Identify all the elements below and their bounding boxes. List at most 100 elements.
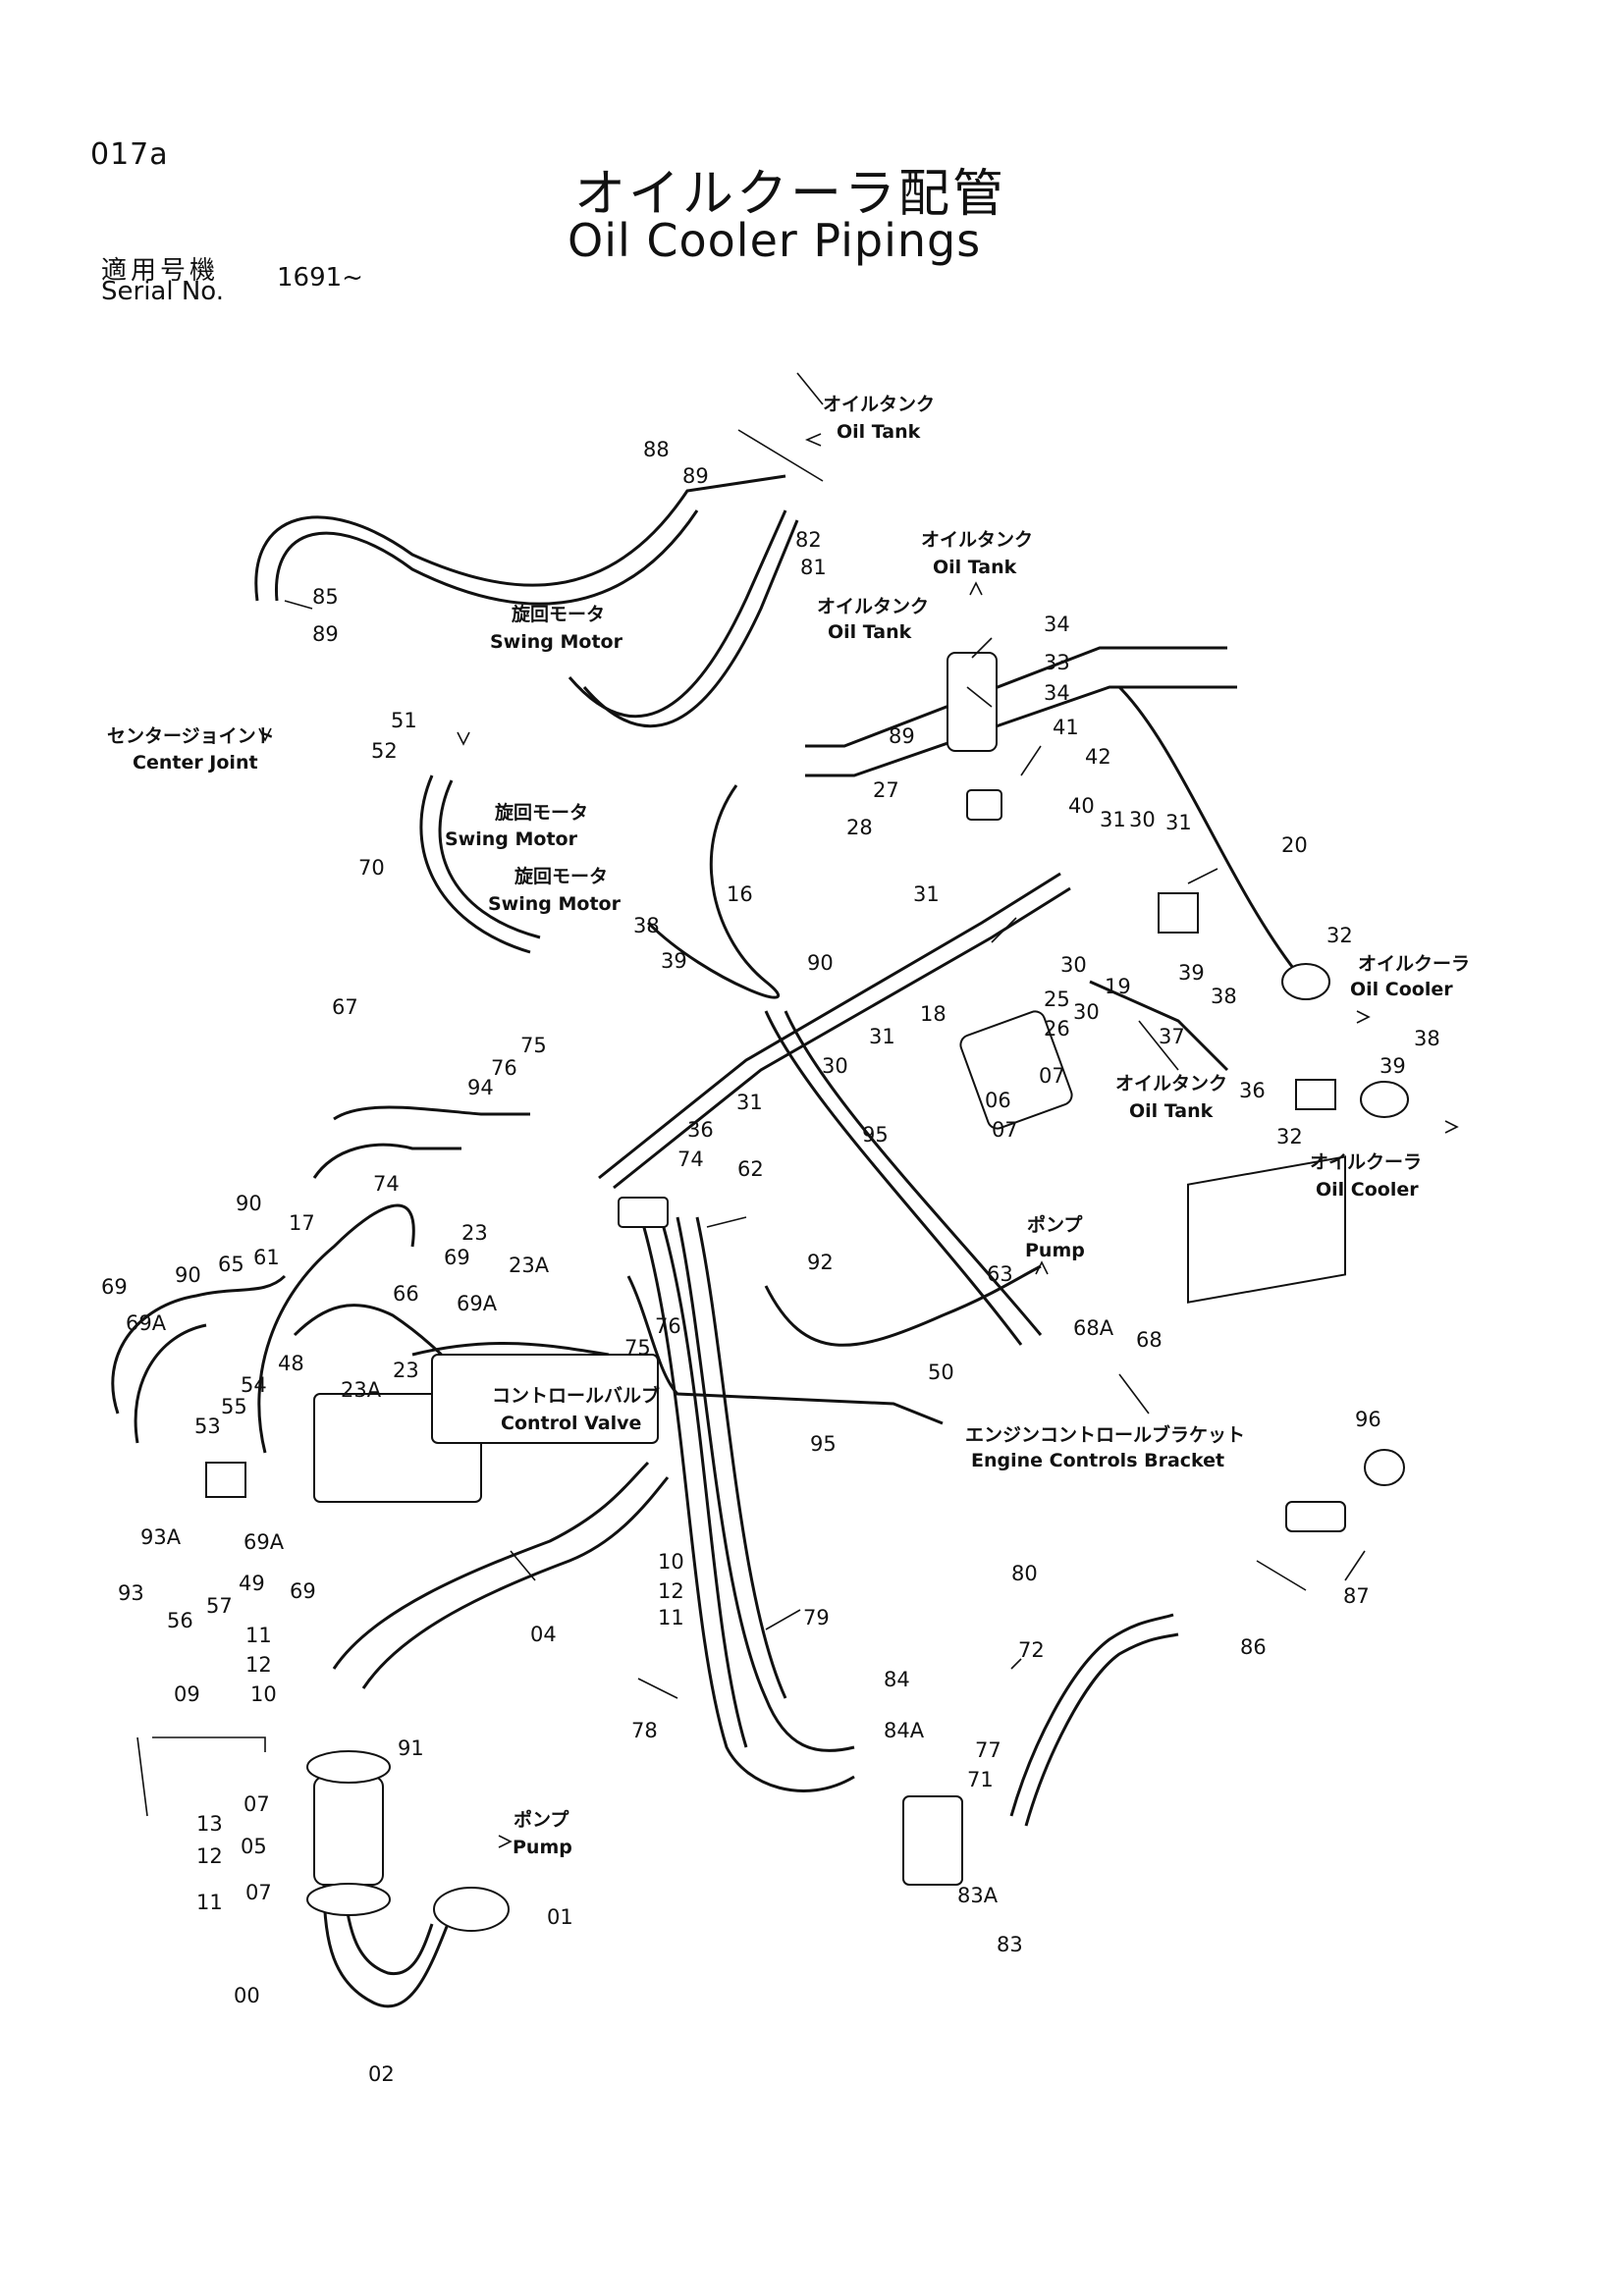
callout-pump: Pump bbox=[1025, 1240, 1085, 1261]
part-label: 31 bbox=[869, 1025, 895, 1048]
part-label: 68A bbox=[1073, 1316, 1114, 1340]
serial-value: 1691~ bbox=[277, 263, 363, 293]
part-label: 41 bbox=[1053, 716, 1079, 739]
part-label: 68 bbox=[1136, 1328, 1163, 1352]
part-label: 51 bbox=[391, 709, 417, 732]
callout-oil-cooler-ja: オイルクーラ bbox=[1310, 1151, 1422, 1173]
callout-swing-motor-ja: 旋回モータ bbox=[511, 603, 605, 625]
part-label: 30 bbox=[822, 1054, 848, 1078]
part-label: 75 bbox=[624, 1336, 651, 1360]
serial-label-japanese: 適用号機 bbox=[101, 256, 220, 286]
part-label: 04 bbox=[530, 1623, 557, 1646]
callout-center-joint: Center Joint bbox=[133, 752, 258, 774]
callout-oil-tank-ja: オイルタンク bbox=[921, 529, 1033, 551]
part-label: 71 bbox=[967, 1768, 994, 1791]
part-label: 90 bbox=[236, 1192, 262, 1215]
part-label: 84A bbox=[884, 1719, 925, 1742]
callout-swing-motor-ja: 旋回モータ bbox=[514, 865, 608, 887]
callout-engine-controls-bracket-ja: エンジンコントロールブラケット bbox=[965, 1423, 1245, 1446]
part-label: 87 bbox=[1343, 1584, 1370, 1608]
callout-swing-motor: Swing Motor bbox=[488, 893, 622, 915]
part-label: 96 bbox=[1355, 1408, 1381, 1431]
part-label: 82 bbox=[795, 528, 822, 552]
part-label: 01 bbox=[547, 1905, 573, 1929]
part-label: 38 bbox=[1414, 1027, 1440, 1050]
part-label: 27 bbox=[873, 778, 899, 802]
part-label: 81 bbox=[800, 556, 827, 579]
part-label: 79 bbox=[803, 1606, 830, 1629]
part-label: 00 bbox=[234, 1984, 260, 2007]
part-label: 30 bbox=[1060, 953, 1087, 977]
part-label: 69A bbox=[126, 1311, 167, 1335]
part-label: 17 bbox=[289, 1211, 315, 1235]
part-label: 28 bbox=[846, 816, 873, 839]
callout-oil-tank-ja: オイルタンク bbox=[1115, 1073, 1227, 1095]
part-label: 55 bbox=[221, 1395, 247, 1418]
destination-callouts: オイルタンク Oil Tank オイルタンク Oil Tank オイルタンク O… bbox=[107, 394, 1470, 1858]
part-label: 76 bbox=[491, 1056, 517, 1080]
part-label: 11 bbox=[658, 1606, 684, 1629]
callout-control-valve: Control Valve bbox=[501, 1413, 641, 1434]
part-label: 07 bbox=[992, 1118, 1018, 1142]
callout-oil-tank: Oil Tank bbox=[828, 621, 912, 643]
part-label: 32 bbox=[1276, 1125, 1303, 1148]
part-label: 23 bbox=[461, 1221, 488, 1245]
part-label: 94 bbox=[467, 1076, 494, 1099]
part-label: 80 bbox=[1011, 1562, 1038, 1585]
part-label: 02 bbox=[368, 2062, 395, 2086]
part-label: 57 bbox=[206, 1594, 233, 1618]
part-label: 38 bbox=[1211, 985, 1237, 1008]
part-label: 30 bbox=[1073, 1000, 1100, 1024]
part-label: 92 bbox=[807, 1251, 834, 1274]
part-label: 63 bbox=[987, 1262, 1013, 1286]
part-label: 39 bbox=[1178, 961, 1205, 985]
part-label: 16 bbox=[727, 882, 753, 906]
part-label: 19 bbox=[1105, 975, 1131, 998]
part-label: 77 bbox=[975, 1738, 1001, 1762]
part-label: 34 bbox=[1044, 681, 1070, 705]
part-label: 69 bbox=[290, 1579, 316, 1603]
part-label: 11 bbox=[245, 1624, 272, 1647]
part-label: 13 bbox=[196, 1812, 223, 1836]
part-label: 90 bbox=[807, 951, 834, 975]
part-label: 10 bbox=[250, 1682, 277, 1706]
part-label: 52 bbox=[371, 739, 398, 763]
part-label: 40 bbox=[1068, 794, 1095, 818]
callout-pump-ja: ポンプ bbox=[1027, 1213, 1083, 1236]
part-label: 74 bbox=[677, 1148, 704, 1171]
part-label: 75 bbox=[520, 1034, 547, 1057]
part-label: 11 bbox=[196, 1891, 223, 1914]
serial-label: Serial No. bbox=[101, 277, 224, 306]
part-label: 26 bbox=[1044, 1017, 1070, 1041]
part-labels: 88 89 82 81 85 89 34 33 34 41 42 89 27 2… bbox=[101, 438, 1440, 2086]
part-label: 69A bbox=[243, 1530, 285, 1554]
callout-center-joint-ja: センタージョイント bbox=[107, 725, 275, 747]
page-title: Oil Cooler Pipings bbox=[568, 214, 982, 267]
part-label: 23A bbox=[341, 1378, 382, 1402]
part-label: 69 bbox=[444, 1246, 470, 1269]
part-label: 05 bbox=[241, 1835, 267, 1858]
part-label: 61 bbox=[253, 1246, 280, 1269]
part-label: 33 bbox=[1044, 651, 1070, 674]
part-label: 67 bbox=[332, 995, 358, 1019]
callout-oil-tank: Oil Tank bbox=[837, 421, 921, 443]
part-label: 83 bbox=[997, 1933, 1023, 1956]
part-label: 12 bbox=[196, 1844, 223, 1868]
part-label: 39 bbox=[1380, 1054, 1406, 1078]
part-label: 30 bbox=[1129, 808, 1156, 831]
part-label: 07 bbox=[243, 1792, 270, 1816]
part-label: 86 bbox=[1240, 1635, 1267, 1659]
part-label: 36 bbox=[1239, 1079, 1266, 1102]
leader-lines bbox=[136, 372, 1366, 1817]
part-label: 89 bbox=[889, 724, 915, 748]
part-label: 39 bbox=[661, 949, 687, 973]
part-label: 72 bbox=[1018, 1638, 1045, 1662]
part-label: 69 bbox=[101, 1275, 128, 1299]
part-label: 18 bbox=[920, 1002, 947, 1026]
callout-pump: Pump bbox=[513, 1837, 572, 1858]
part-label: 31 bbox=[1165, 811, 1192, 834]
callout-oil-tank: Oil Tank bbox=[1129, 1100, 1214, 1122]
part-label: 12 bbox=[658, 1579, 684, 1603]
part-label: 85 bbox=[312, 585, 339, 609]
